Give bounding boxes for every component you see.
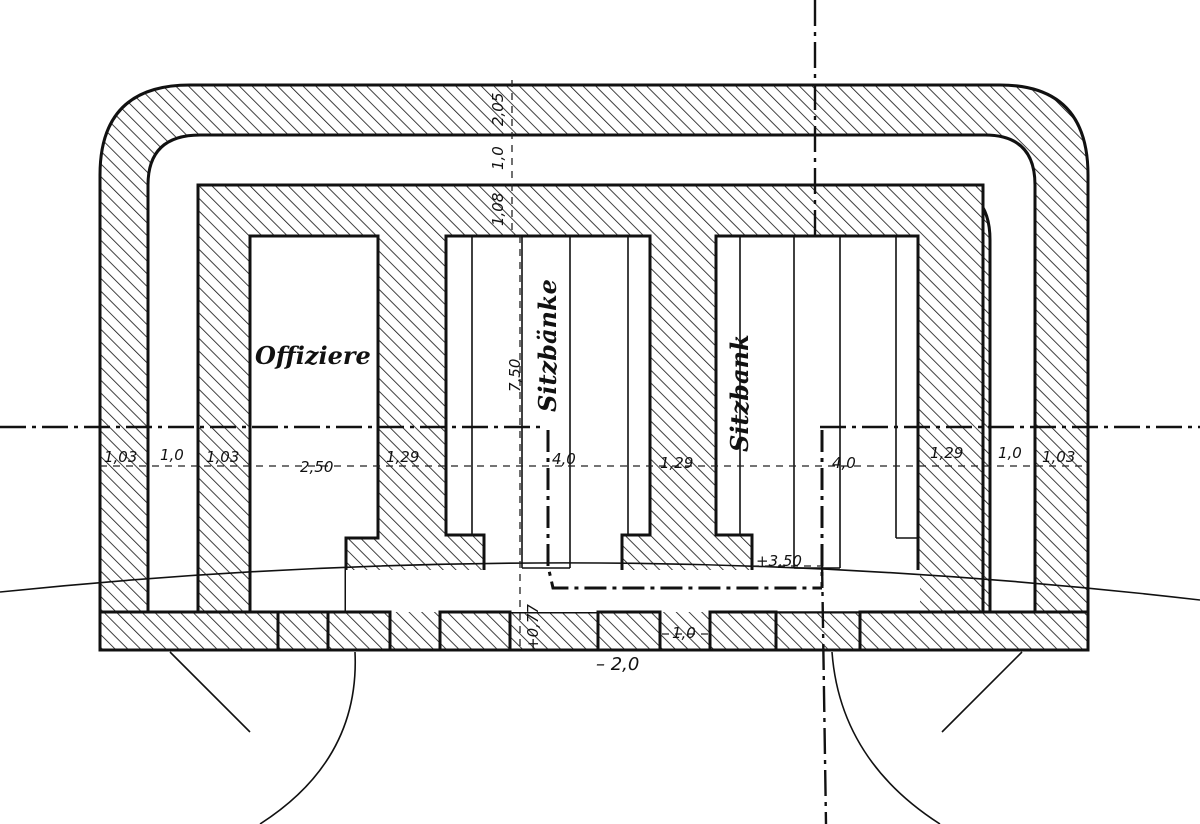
dimension-lines bbox=[100, 80, 1088, 650]
dim-40-right: 4,0 bbox=[832, 454, 856, 472]
dim-10-top: 1,0 bbox=[489, 146, 507, 170]
room-sitzbaenke bbox=[444, 234, 652, 614]
room-sitzbank bbox=[714, 234, 920, 614]
dim-20-bottom: – 2,0 bbox=[596, 654, 639, 675]
dim-129-left: 1,29 bbox=[386, 448, 419, 466]
front-wall bbox=[98, 610, 1090, 652]
dim-103-left: 1,03 bbox=[104, 448, 137, 466]
dim-129-mid: 1,29 bbox=[660, 454, 693, 472]
label-sitzbank: Sitzbank bbox=[725, 334, 754, 452]
dim-103-right: 1,03 bbox=[1042, 448, 1075, 466]
dim-10-right: 1,0 bbox=[998, 444, 1022, 462]
dim-10-left: 1,0 bbox=[160, 446, 184, 464]
label-sitzbaenke: Sitzbänke bbox=[533, 279, 562, 412]
dim-077: +0,77 bbox=[524, 604, 542, 650]
dim-250: 2,50 bbox=[300, 458, 333, 476]
dim-108: 1,08 bbox=[489, 193, 507, 226]
dim-129-right: 1,29 bbox=[930, 444, 963, 462]
dim-103-left2: 1,03 bbox=[206, 448, 239, 466]
entrance-ramps bbox=[169, 651, 1023, 824]
dim-10-bottom: 1,0 bbox=[672, 624, 696, 642]
dim-350: +3,50 bbox=[756, 552, 802, 570]
terrain-line bbox=[0, 562, 1200, 601]
label-offiziere: Offiziere bbox=[255, 341, 371, 370]
front-hall bbox=[346, 570, 920, 612]
dim-40-left: 4,0 bbox=[552, 450, 576, 468]
dim-205: 2,05 bbox=[489, 93, 507, 126]
dim-750: 7,50 bbox=[506, 359, 524, 392]
